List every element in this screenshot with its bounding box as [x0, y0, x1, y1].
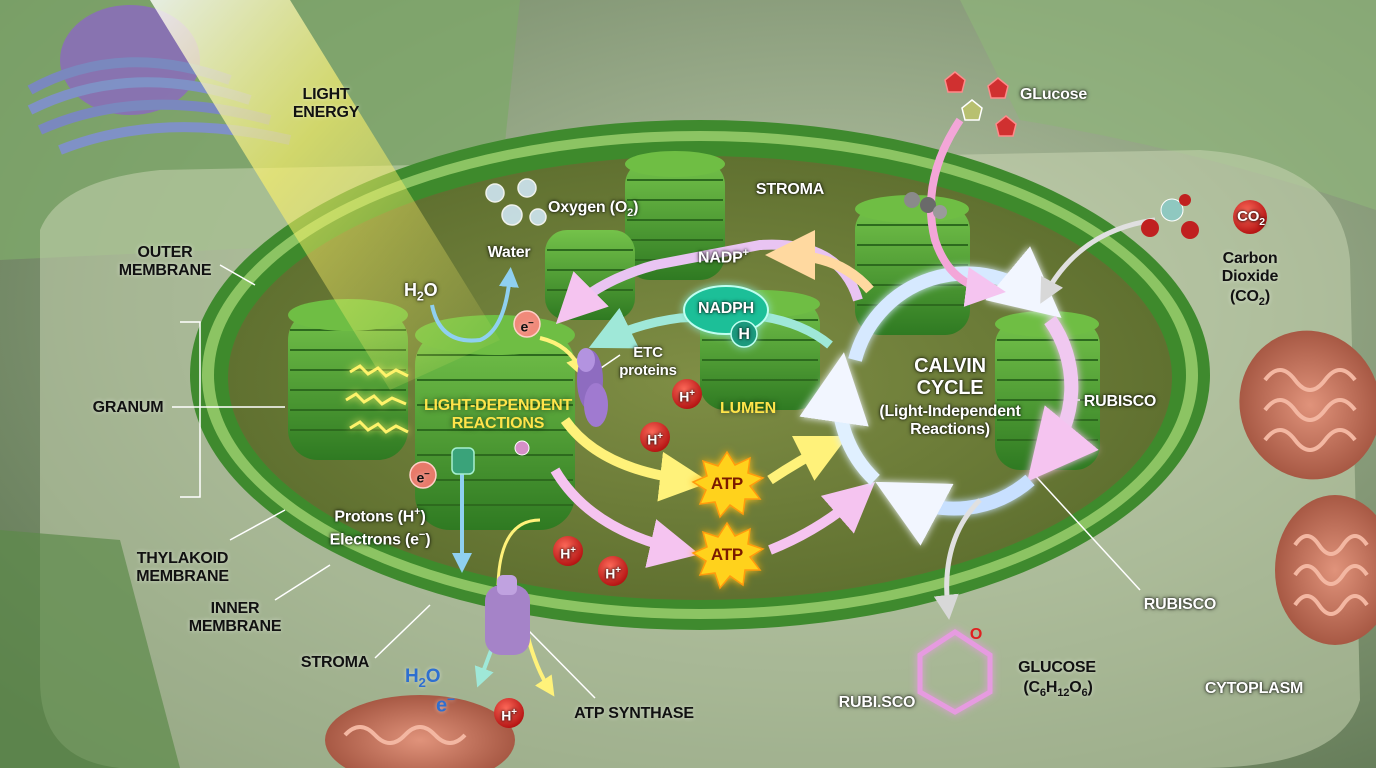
nadp-plus-label: NADP+ [698, 247, 749, 267]
nadph-molecule-icon [683, 285, 769, 348]
electron-badge-text: e− [520, 318, 534, 335]
glucose-bottom-label: GLUCOSE [1018, 659, 1096, 676]
water-bubbles-icon [485, 178, 547, 226]
lumen-label: LUMEN [720, 400, 776, 417]
etc-proteins-label: ETC proteins [619, 344, 677, 379]
glucose-molecule-icon [944, 71, 1017, 137]
protons-electrons-label: Protons (H+) Electrons (e−) [329, 506, 431, 549]
mitochondrion-icon [1275, 495, 1376, 645]
electron-badge-text: e− [416, 469, 430, 486]
nadph-h-label: H [738, 326, 750, 343]
atp-synthase-icon [485, 440, 530, 655]
oxygen-label: Oxygen (O2) [548, 199, 639, 220]
atp-badge-text: ATP [710, 474, 744, 493]
h-plus-badge-text: H+ [679, 388, 695, 405]
etc-protein-icon [577, 348, 608, 427]
glucose-top-label: GLucose [1020, 86, 1088, 103]
co2-paren-label: (CO2) [1230, 288, 1270, 309]
light-energy-label: LIGHT ENERGY [292, 86, 360, 121]
light-beam [150, 0, 500, 390]
molecule-icon [904, 192, 947, 219]
thylakoid-membrane-label: THYLAKOID MEMBRANE [136, 550, 229, 585]
carbon-dioxide-label: Carbon Dioxide [1221, 250, 1279, 285]
atp-star-icon [691, 521, 765, 590]
rubisco-lower-label: RUBI.SCO [838, 694, 916, 711]
h-plus-badge-text: H+ [501, 707, 517, 724]
stroma-top-label: STROMA [755, 181, 825, 198]
stroma-bottom-label: STROMA [300, 654, 370, 671]
atp-synthase-label: ATP SYNTHASE [574, 705, 694, 722]
rubisco-bottom-label: RUBISCO [1143, 596, 1217, 613]
atp-badge-text: ATP [710, 545, 744, 564]
h-plus-badge-text: H+ [560, 545, 576, 562]
cytoplasm-label: CYTOPLASM [1204, 680, 1304, 697]
co2-molecule-icon [1141, 194, 1199, 239]
glucose-ring-icon [917, 629, 993, 715]
co2-badge [1233, 200, 1267, 234]
outer-membrane-label: OUTER MEMBRANE [118, 244, 212, 279]
h-plus-badges [494, 379, 702, 728]
calvin-cycle-sublabel: (Light-Independent Reactions) [879, 403, 1021, 438]
electron-badges [409, 310, 541, 489]
calvin-cycle-ring [799, 246, 1099, 546]
mitochondrion-icon [1239, 330, 1376, 480]
light-dependent-reactions-label: LIGHT-DEPENDENT REACTIONS [423, 397, 573, 432]
h-plus-badge-text: H+ [605, 565, 621, 582]
calvin-cycle-label: CALVIN CYCLE [914, 355, 986, 399]
water-label: Water [487, 244, 531, 261]
glucose-ring-oxygen: O [969, 626, 983, 643]
nadph-label: NADPH [698, 300, 754, 317]
rubisco-right-label: RUBISCO [1083, 393, 1157, 410]
h-plus-badge-text: H+ [647, 431, 663, 448]
h2o-bottom-label: H2O [405, 666, 441, 690]
granum-label: GRANUM [92, 399, 164, 416]
mitochondrion-icon [325, 695, 515, 768]
e-bottom-label: e− [436, 691, 455, 717]
co2-badge-label: CO2 [1237, 208, 1265, 228]
inner-membrane-label: INNER MEMBRANE [188, 600, 282, 635]
h2o-top-label: H2O [404, 280, 438, 304]
atp-star-icon [691, 450, 765, 519]
glucose-formula-label: (C6H12O6) [1023, 679, 1093, 700]
